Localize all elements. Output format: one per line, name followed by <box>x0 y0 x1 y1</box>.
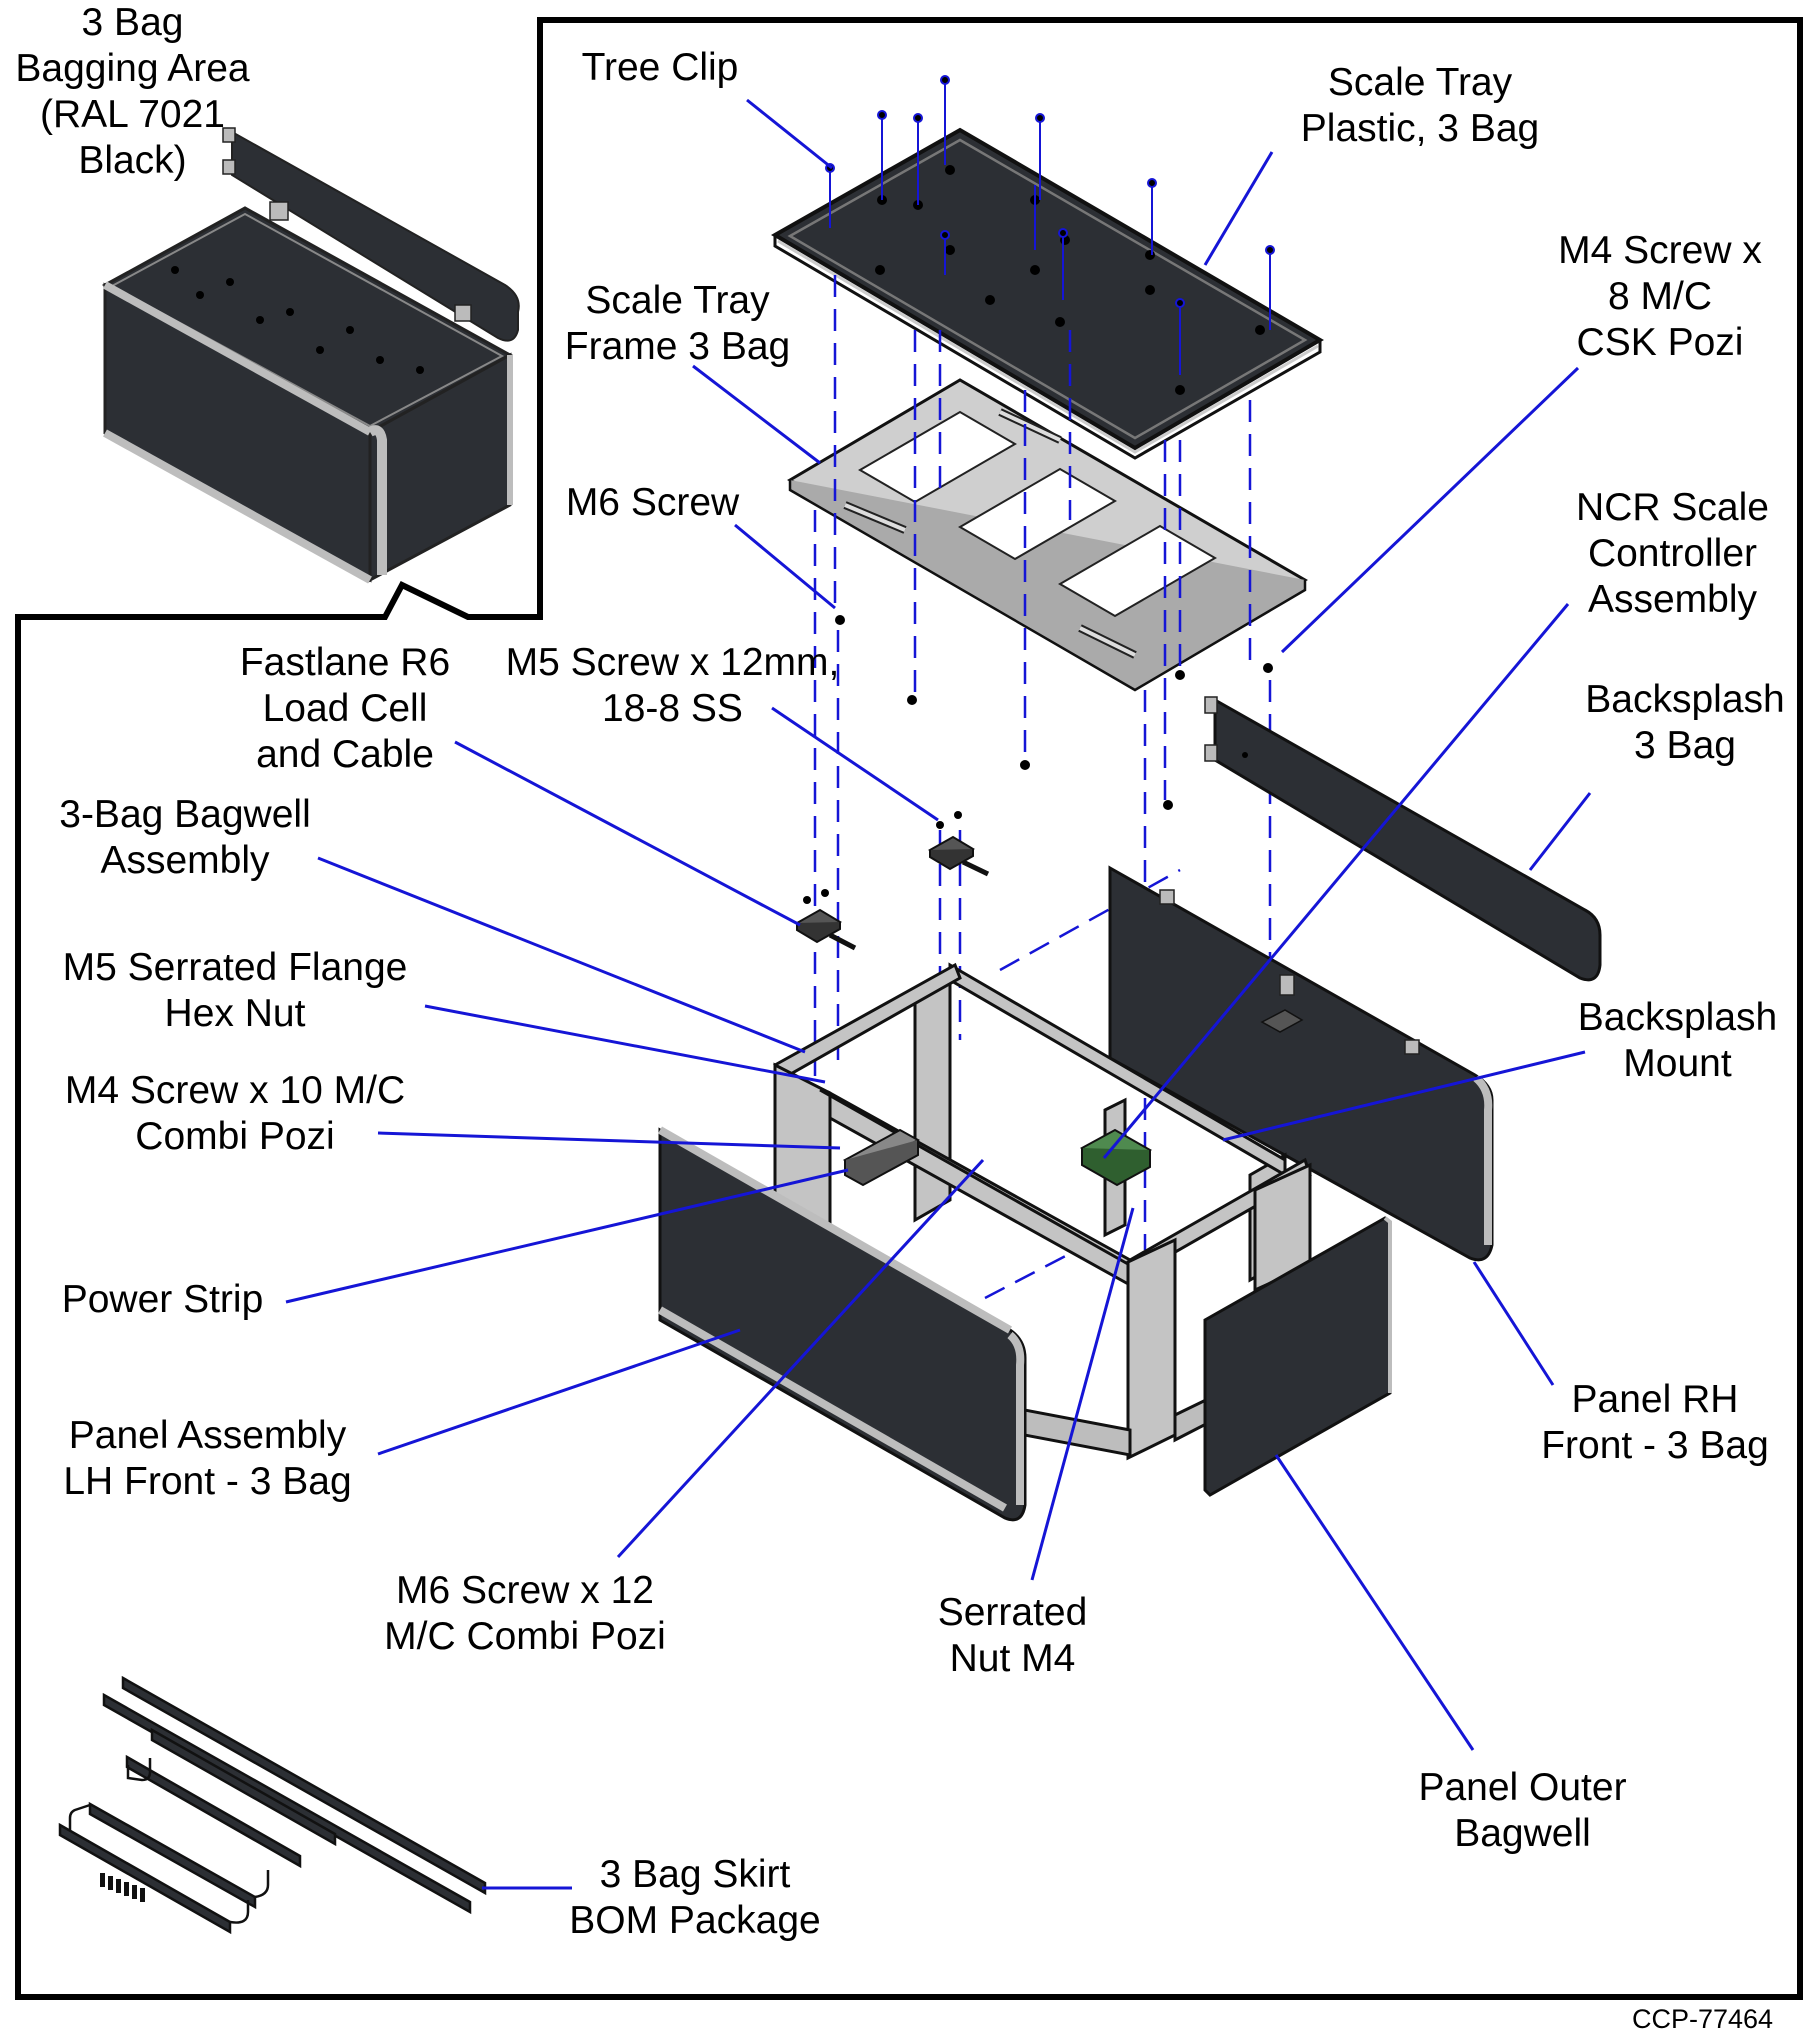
scale-controller <box>1079 1128 1153 1187</box>
label-backsplash-mount: Backsplash Mount <box>1577 996 1778 1085</box>
scale-tray-plastic <box>771 127 1324 460</box>
panel-outer-bagwell <box>1203 1216 1392 1497</box>
label-power-strip: Power Strip <box>61 1278 264 1321</box>
tree-clip-set <box>825 75 1275 375</box>
loose-screw-set <box>835 615 1273 810</box>
label-m6-screw: M6 Screw <box>565 481 740 524</box>
label-bagging-area: 3 Bag Bagging Area (RAL 7021 Black) <box>15 1 250 182</box>
label-scale-tray-plastic: Scale Tray Plastic, 3 Bag <box>1300 61 1540 150</box>
figure-id: CCP-77464 <box>1632 2004 1774 2034</box>
panel-rh-rear <box>1108 865 1494 1262</box>
label-fastlane-load-cell: Fastlane R6 Load Cell and Cable <box>239 641 451 776</box>
skirt-bom-package <box>58 1675 487 1935</box>
load-cell-right <box>928 811 990 877</box>
backsplash-panel <box>1204 696 1602 982</box>
scale-tray-frame <box>787 378 1308 692</box>
label-skirt-bom: 3 Bag Skirt BOM Package <box>569 1853 821 1942</box>
label-serrated-nut-m4: Serrated Nut M4 <box>937 1591 1088 1680</box>
figure-border <box>15 17 1803 2000</box>
power-strip <box>842 1128 921 1187</box>
label-panel-lh-front: Panel Assembly LH Front - 3 Bag <box>63 1414 352 1503</box>
leader-lines <box>285 98 1592 1890</box>
label-ncr-scale-controller: NCR Scale Controller Assembly <box>1576 486 1769 621</box>
label-panel-outer-bagwell: Panel Outer Bagwell <box>1418 1766 1627 1855</box>
label-m5-screw-12mm: M5 Screw x 12mm, 18-8 SS <box>505 641 840 730</box>
panel-lh-front <box>658 1126 1027 1522</box>
inset-assembled-unit <box>101 127 520 584</box>
label-m5-hex-nut: M5 Serrated Flange Hex Nut <box>62 946 408 1035</box>
load-cell-left <box>795 889 857 951</box>
label-bagwell-assembly: 3-Bag Bagwell Assembly <box>59 793 311 882</box>
label-m4-screw-8-csk: M4 Screw x 8 M/C CSK Pozi <box>1558 229 1762 364</box>
label-backsplash: Backsplash 3 Bag <box>1585 678 1785 767</box>
label-m4-screw-10-combi: M4 Screw x 10 M/C Combi Pozi <box>64 1069 406 1158</box>
label-panel-rh-front: Panel RH Front - 3 Bag <box>1541 1378 1769 1467</box>
label-m6-screw-12-combi: M6 Screw x 12 M/C Combi Pozi <box>384 1569 666 1658</box>
label-scale-tray-frame: Scale Tray Frame 3 Bag <box>564 279 791 368</box>
label-tree-clip: Tree Clip <box>581 46 739 89</box>
